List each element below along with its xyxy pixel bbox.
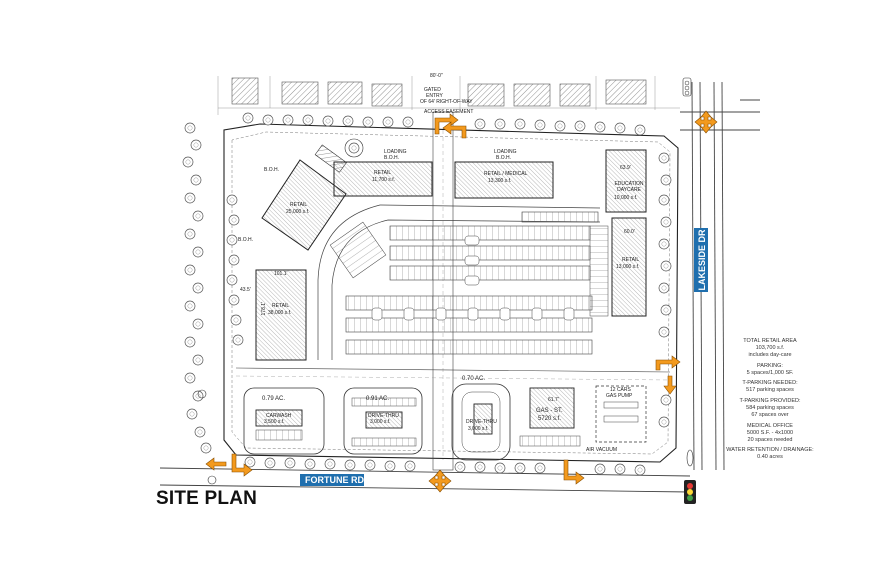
retail-13000-area: 13,000 s.f. (616, 264, 640, 270)
drive-thru-2-acres: 0.70 AC. (462, 376, 486, 382)
building-retail-25000 (261, 159, 347, 251)
medical-office-needed: 20 spaces needed (747, 436, 793, 443)
drive-thru-2-name: DRIVE-THRU (466, 419, 497, 425)
drive-thru-2-area: 3,000 s.f. (468, 426, 489, 432)
pad-site-carwash (243, 387, 325, 455)
parking-label: PARKING: (757, 362, 783, 369)
retail-38000-area: 38,000 s.f. (268, 310, 292, 316)
gas-station-area: 5720 s.f. (538, 416, 562, 422)
parking-ratio: 5 spaces/1,000 SF. (746, 369, 794, 376)
retail-medical-area: 13,300 s.f. (488, 178, 512, 184)
retail-11700-boh: B.O.H. (384, 155, 400, 161)
lakeside-dr-label: LAKESIDE DR (697, 229, 707, 291)
lakeside-dr-label-bg (694, 228, 708, 292)
water-retention-value: 0.40 acres (757, 454, 783, 461)
gas-pump-cars: 12 CARS (610, 387, 631, 393)
education-daycare-dim: 63.9' (620, 165, 631, 171)
building-retail-38000 (255, 269, 307, 361)
turn-arrow-icon (205, 113, 681, 485)
pad-site-gas-station (519, 385, 647, 447)
adjacent-houses (231, 77, 647, 107)
boh-label-2: B.O.H. (238, 237, 254, 243)
entry-access-label: ACCESS EASEMENT (424, 109, 474, 115)
retail-11700-name: RETAIL (374, 170, 392, 176)
building-retail-medical (454, 161, 554, 199)
lakeside-drive (680, 81, 760, 471)
parking-needed-label: T-PARKING NEEDED: (742, 380, 798, 387)
water-retention-label: WATER RETENTION / DRAINAGE: (726, 447, 814, 454)
retail-25000-name: RETAIL (290, 202, 308, 208)
carwash-area: 3,500 s.f. (264, 419, 285, 425)
page-title: SITE PLAN (156, 488, 258, 509)
fortune-rd-label: FORTUNE RD (305, 475, 364, 485)
boh-label-1: B.O.H. (264, 167, 280, 173)
fortune-rd-label-bg (300, 474, 364, 486)
total-retail-value: 103,700 s.f. (755, 344, 785, 351)
medical-office-label: MEDICAL OFFICE (747, 422, 793, 429)
building-retail-11700 (333, 161, 433, 197)
parking-provided-over: 67 spaces over (751, 411, 789, 418)
air-vacuum-label: AIR VACUUM (586, 447, 618, 453)
entry-row-label: OF 64' RIGHT-OF-WAY (420, 99, 473, 105)
traffic-light-icon (684, 480, 696, 504)
building-retail-13000 (611, 217, 647, 317)
retail-medical-loading: LOADING (494, 149, 517, 155)
parking-provided-label: T-PARKING PROVIDED: (739, 398, 801, 405)
entry-gated-label: GATED (424, 87, 441, 93)
drive-thru-1-area: 3,000 s.f. (370, 419, 391, 425)
carwash-acres: 0.79 AC. (262, 396, 286, 402)
medical-office-value: 5000 S.F. - 4x1000 (746, 429, 794, 436)
education-daycare-name: EDUCATION DAYCARE (614, 181, 644, 193)
entry-label: ENTRY (426, 93, 443, 99)
parking-provided-value: 584 parking spaces (746, 405, 794, 411)
gas-pump-label: GAS PUMP (606, 393, 633, 399)
retail-25000-area: 25,000 s.f. (286, 209, 310, 215)
retail-11700-area: 11,700 s.f. (372, 177, 395, 183)
carwash-name: CARWASH (266, 413, 292, 419)
gas-station-name: GAS - ST. (536, 408, 563, 414)
retail-13000-name: RETAIL (622, 257, 640, 263)
total-retail-note: includes day-care (748, 351, 792, 358)
drive-thru-1-name: DRIVE-THRU (368, 413, 399, 419)
education-daycare-area: 10,000 s.f. (614, 195, 638, 201)
retail-38000-dim-left: 43.5' (240, 287, 251, 293)
property-boundary (223, 123, 679, 463)
pad-site-drive-thru-1 (343, 387, 423, 455)
retail-medical-name: RETAIL / MEDICAL (484, 171, 528, 177)
gas-station-dim: 61.7' (548, 397, 559, 403)
entry-width-label: 80'-0" (430, 73, 443, 79)
parking-needed-value: 517 parking spaces (746, 387, 794, 394)
site-data-notes: TOTAL RETAIL AREA 103,700 s.f. includes … (722, 338, 818, 461)
retail-38000-dim-side: 178.1' (260, 302, 267, 316)
total-retail-label: TOTAL RETAIL AREA (743, 338, 797, 344)
building-education-daycare (605, 149, 647, 213)
retail-13000-dim: 60.0' (624, 229, 635, 235)
retail-11700-loading: LOADING (384, 149, 407, 155)
drive-thru-1-acres: 0.91 AC. (366, 396, 390, 402)
retail-38000-name: RETAIL (272, 303, 290, 309)
traffic-light-icon-top (682, 77, 692, 97)
retail-38000-dim-top: 101.1' (274, 271, 288, 277)
retail-medical-boh: B.O.H. (496, 155, 512, 161)
pad-site-drive-thru-2 (451, 383, 511, 461)
